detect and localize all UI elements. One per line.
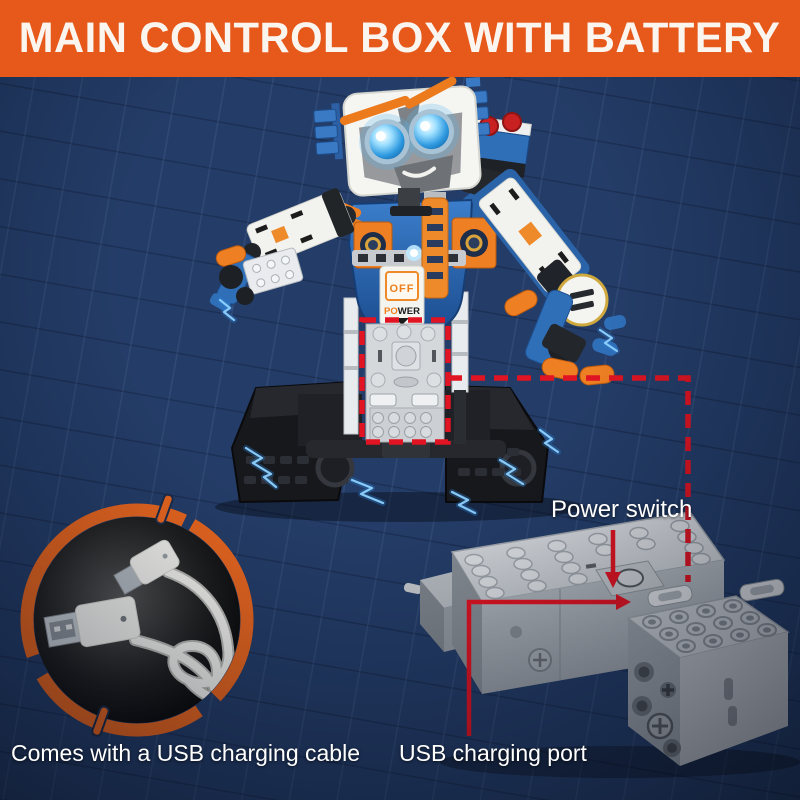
battery-box bbox=[403, 511, 800, 778]
robot: OFF POWER bbox=[209, 76, 627, 522]
robot-control-box bbox=[365, 323, 445, 443]
antenna-left-icon bbox=[313, 102, 344, 160]
off-display-text: OFF bbox=[390, 283, 415, 295]
eye-left bbox=[364, 119, 410, 165]
robot-head bbox=[313, 76, 491, 197]
eye-right bbox=[408, 109, 454, 155]
robot-left-arm bbox=[209, 188, 356, 311]
usb-port-label: USB charging port bbox=[399, 740, 587, 766]
power-label: POWER bbox=[384, 306, 420, 317]
shoulder-red-stud bbox=[502, 112, 522, 132]
usb-cable-caption: Comes with a USB charging cable bbox=[11, 740, 360, 766]
banner-title: MAIN CONTROL BOX WITH BATTERY bbox=[19, 14, 781, 62]
power-switch-label: Power switch bbox=[551, 496, 693, 523]
title-banner: MAIN CONTROL BOX WITH BATTERY bbox=[0, 0, 800, 77]
chest-panel: OFF POWER bbox=[379, 265, 425, 327]
